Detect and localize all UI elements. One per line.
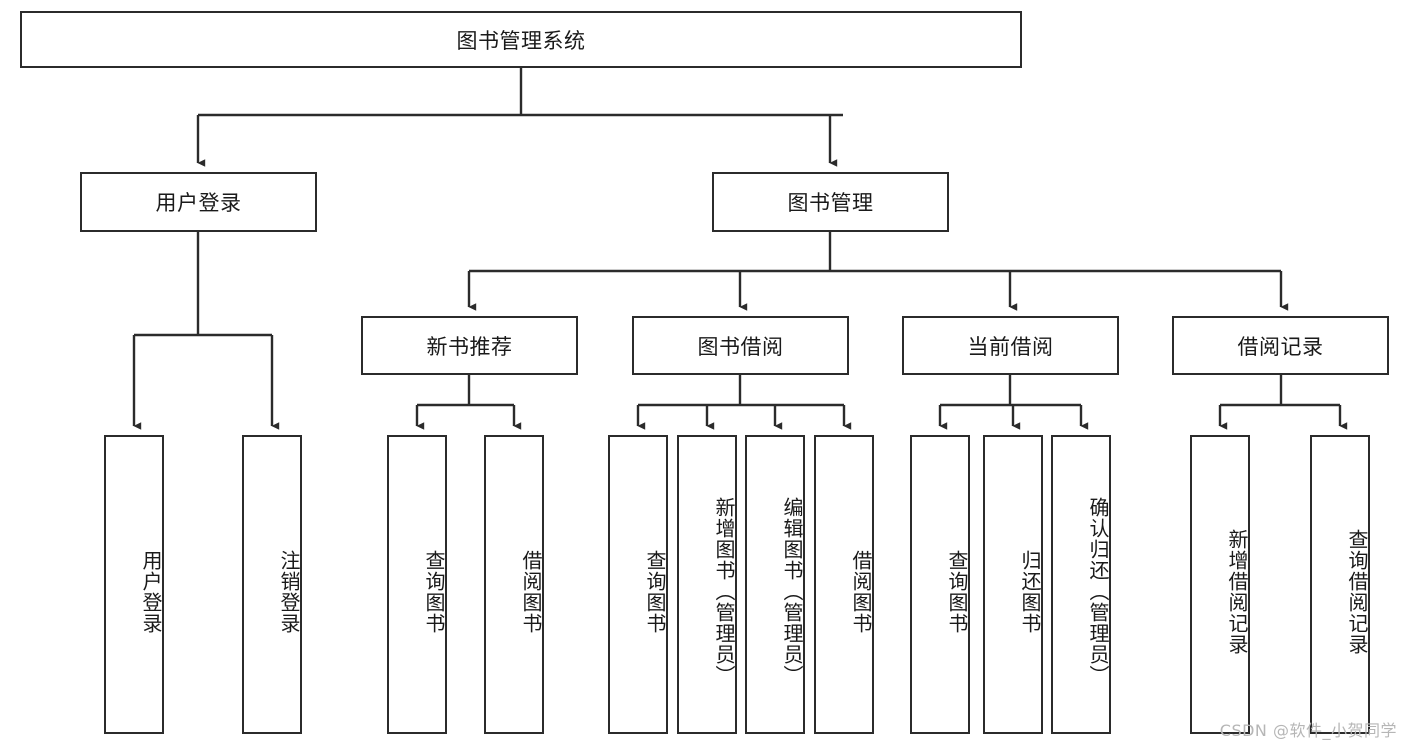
node-book-manage-label: 图书管理 [787,191,874,215]
leaf-query-book-rec-label: 查询图书 [422,549,446,634]
leaf-add-record-label: 新增借阅记录 [1225,528,1249,655]
leaf-borrow-book-rec[interactable]: 借阅图书 [484,435,544,734]
node-current-borrow-label: 当前借阅 [967,334,1054,359]
leaf-query-record-label: 查询借阅记录 [1345,528,1369,655]
node-borrow-record[interactable]: 借阅记录 [1172,316,1389,375]
leaf-borrow-book-label: 借阅图书 [849,549,873,634]
node-user-login-label: 用户登录 [155,191,242,215]
node-root-label: 图书管理系统 [456,28,586,53]
node-new-book-recommend[interactable]: 新书推荐 [361,316,578,375]
leaf-query-book-borrow[interactable]: 查询图书 [608,435,668,734]
leaf-borrow-book-rec-label: 借阅图书 [519,549,543,634]
node-new-book-recommend-label: 新书推荐 [426,334,513,359]
leaf-return-book[interactable]: 归还图书 [983,435,1043,734]
leaf-confirm-return[interactable]: 确认归还（管理员） [1051,435,1111,734]
node-book-borrow[interactable]: 图书借阅 [632,316,849,375]
leaf-return-book-label: 归还图书 [1018,549,1042,634]
leaf-query-record[interactable]: 查询借阅记录 [1310,435,1370,734]
leaf-add-book-label: 新增图书（管理员） [712,497,736,686]
node-book-borrow-label: 图书借阅 [697,334,784,359]
node-book-manage[interactable]: 图书管理 [712,172,949,232]
leaf-logout[interactable]: 注销登录 [242,435,302,734]
watermark: CSDN @软件_小贺同学 [1219,721,1397,740]
leaf-edit-book[interactable]: 编辑图书（管理员） [745,435,805,734]
leaf-user-login-label: 用户登录 [139,549,163,634]
leaf-confirm-return-label: 确认归还（管理员） [1086,497,1110,686]
node-current-borrow[interactable]: 当前借阅 [902,316,1119,375]
leaf-query-book-rec[interactable]: 查询图书 [387,435,447,734]
node-borrow-record-label: 借阅记录 [1237,334,1324,359]
node-root[interactable]: 图书管理系统 [20,11,1022,68]
node-user-login[interactable]: 用户登录 [80,172,317,232]
leaf-user-login[interactable]: 用户登录 [104,435,164,734]
leaf-borrow-book[interactable]: 借阅图书 [814,435,874,734]
leaf-logout-label: 注销登录 [277,549,301,634]
leaf-query-book-cur[interactable]: 查询图书 [910,435,970,734]
leaf-edit-book-label: 编辑图书（管理员） [780,497,804,686]
leaf-add-record[interactable]: 新增借阅记录 [1190,435,1250,734]
leaf-query-book-borrow-label: 查询图书 [643,549,667,634]
leaf-query-book-cur-label: 查询图书 [945,549,969,634]
leaf-add-book[interactable]: 新增图书（管理员） [677,435,737,734]
